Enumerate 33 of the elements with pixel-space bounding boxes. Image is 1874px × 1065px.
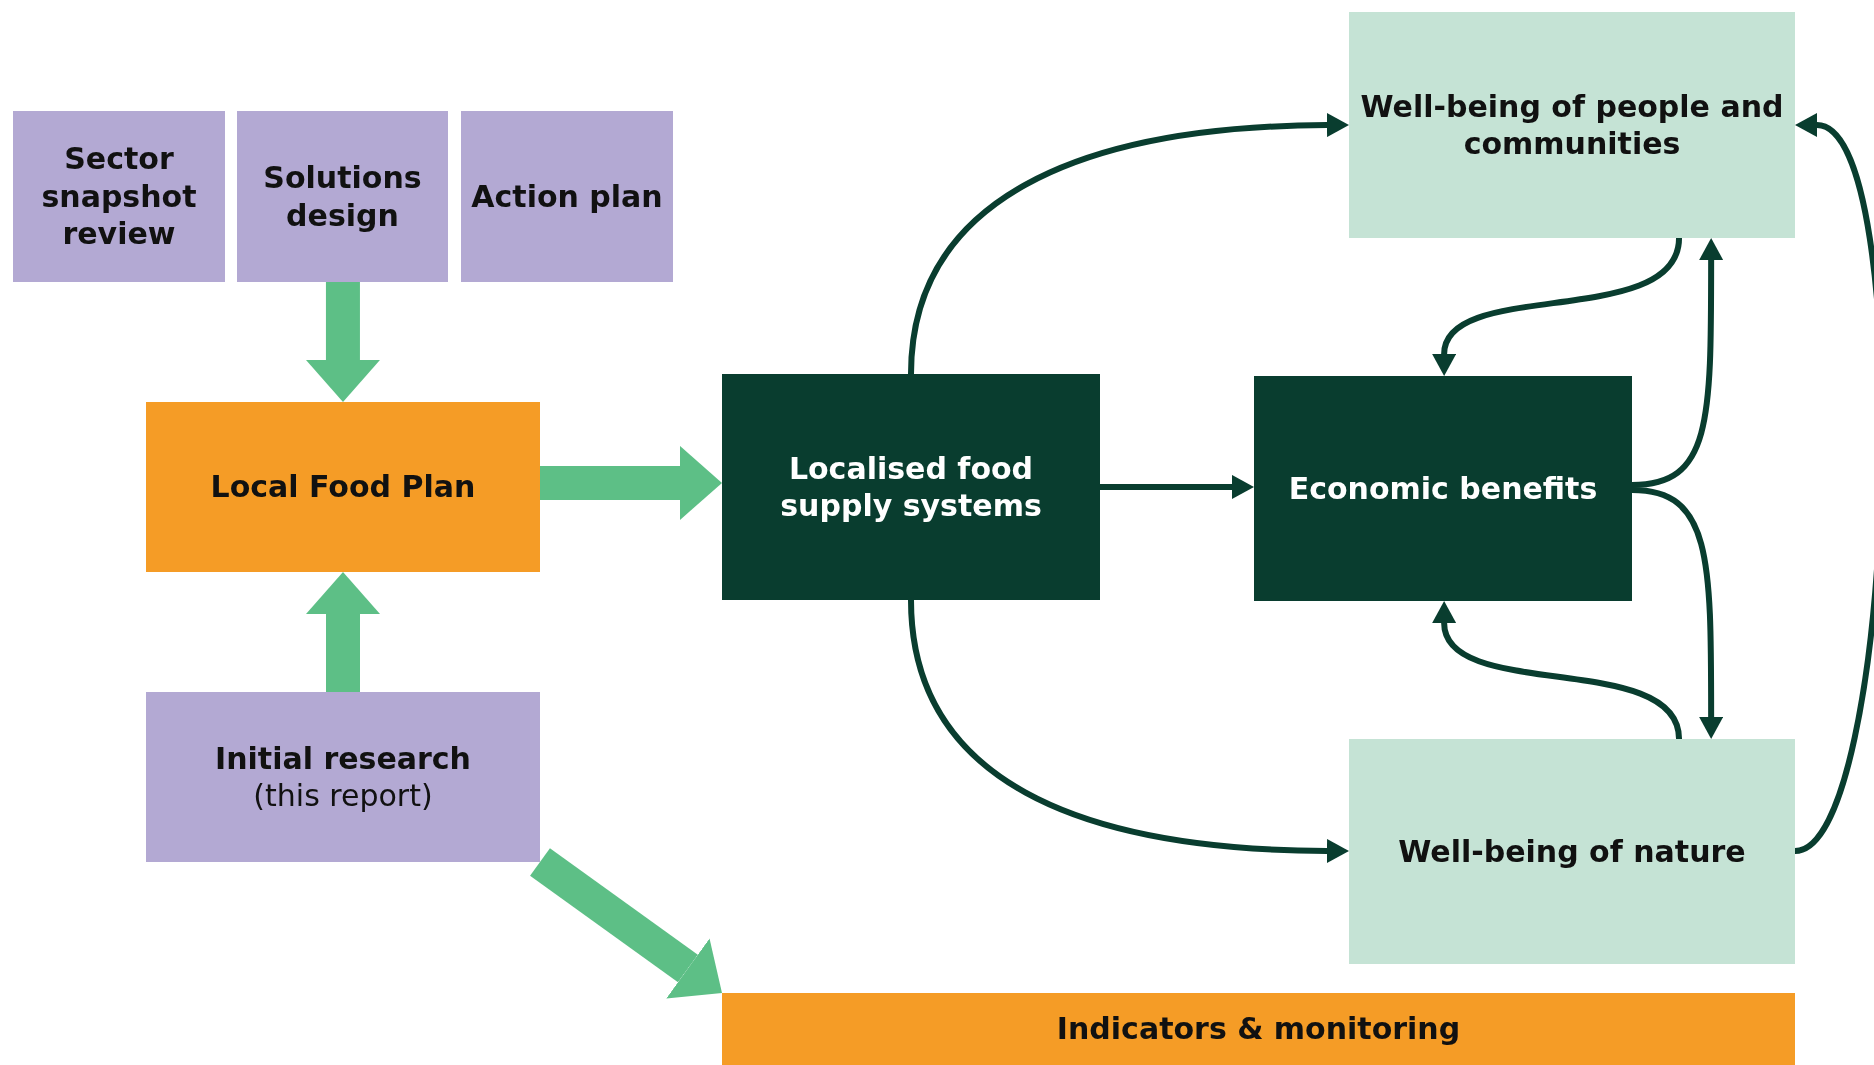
- node-label: Local Food Plan: [210, 468, 476, 506]
- process-box: [1254, 376, 1632, 601]
- node-label: Indicators & monitoring: [1056, 1010, 1461, 1048]
- node-label: Sector snapshot review: [40, 140, 198, 253]
- process-box: [722, 993, 1795, 1065]
- process-box: [146, 402, 540, 572]
- arrow: [1100, 474, 1254, 499]
- block-arrow: [540, 445, 722, 520]
- arrow: [1631, 238, 1724, 488]
- node-label: Action plan: [471, 177, 663, 216]
- process-box: [146, 692, 540, 862]
- node-label: Well-being of nature: [1398, 832, 1746, 871]
- node-label: Economic benefits: [1288, 469, 1598, 508]
- process-box: [722, 374, 1100, 600]
- arrow: [1432, 237, 1682, 376]
- process-box: [461, 111, 673, 282]
- node-label: (this report): [253, 777, 433, 815]
- node-label: Initial research: [215, 739, 471, 777]
- block-arrow: [305, 282, 380, 402]
- arrow: [1432, 601, 1682, 740]
- block-arrow: [530, 848, 722, 999]
- process-box: [1349, 739, 1795, 964]
- arrow: [1793, 113, 1874, 854]
- node-label: Localised food supply systems: [779, 449, 1043, 525]
- node-label: Well-being of people and communities: [1359, 87, 1785, 163]
- process-box: [13, 111, 225, 282]
- process-box: [237, 111, 448, 282]
- arrow: [908, 113, 1349, 375]
- arrow: [908, 599, 1349, 863]
- arrow: [1631, 487, 1724, 739]
- process-box: [1349, 12, 1795, 238]
- node-label: Solutions design: [262, 159, 423, 234]
- block-arrow: [306, 572, 380, 692]
